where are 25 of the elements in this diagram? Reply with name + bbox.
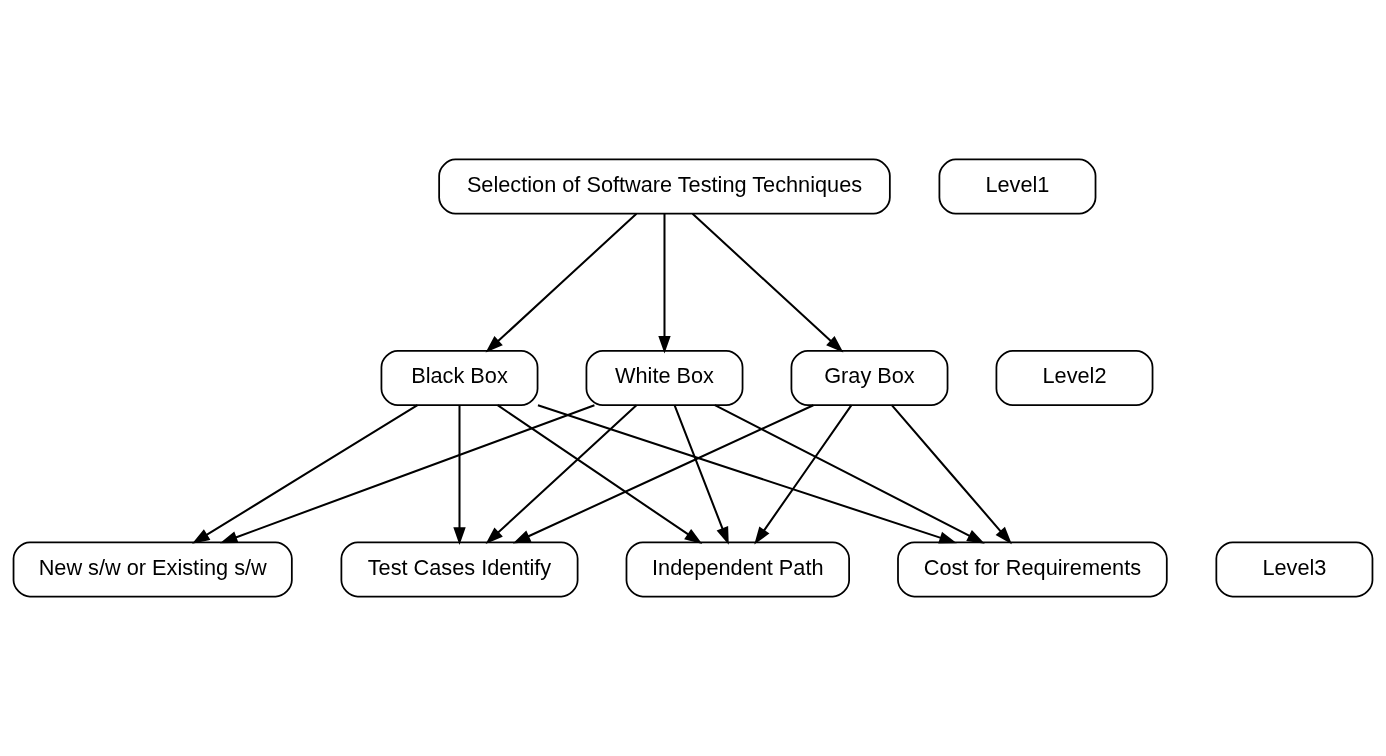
arrow <box>219 404 595 544</box>
node-box: Black Box <box>380 349 539 407</box>
arrow <box>891 404 1012 545</box>
arrow <box>453 405 466 545</box>
node-box: Selection of Software Testing Techniques <box>438 158 891 215</box>
node-box: Level3 <box>1215 541 1374 598</box>
arrow <box>192 404 418 544</box>
node-box: New s/w or Existing s/w <box>12 541 293 598</box>
arrow <box>691 213 844 353</box>
node-box: Level1 <box>938 158 1097 215</box>
node-box: Level2 <box>995 349 1154 407</box>
arrow <box>485 404 638 545</box>
arrow <box>754 404 853 545</box>
node-box: White Box <box>585 349 744 407</box>
node-box: Independent Path <box>625 541 850 598</box>
node-box: Cost for Requirements <box>897 541 1168 598</box>
arrow <box>658 213 671 354</box>
arrow <box>485 213 638 353</box>
arrow <box>497 404 703 544</box>
node-box: Test Cases Identify <box>340 541 579 598</box>
arrow <box>537 404 957 544</box>
arrow <box>673 404 729 545</box>
arrow <box>714 404 985 544</box>
arrow <box>512 404 814 544</box>
node-box: Gray Box <box>790 349 949 407</box>
